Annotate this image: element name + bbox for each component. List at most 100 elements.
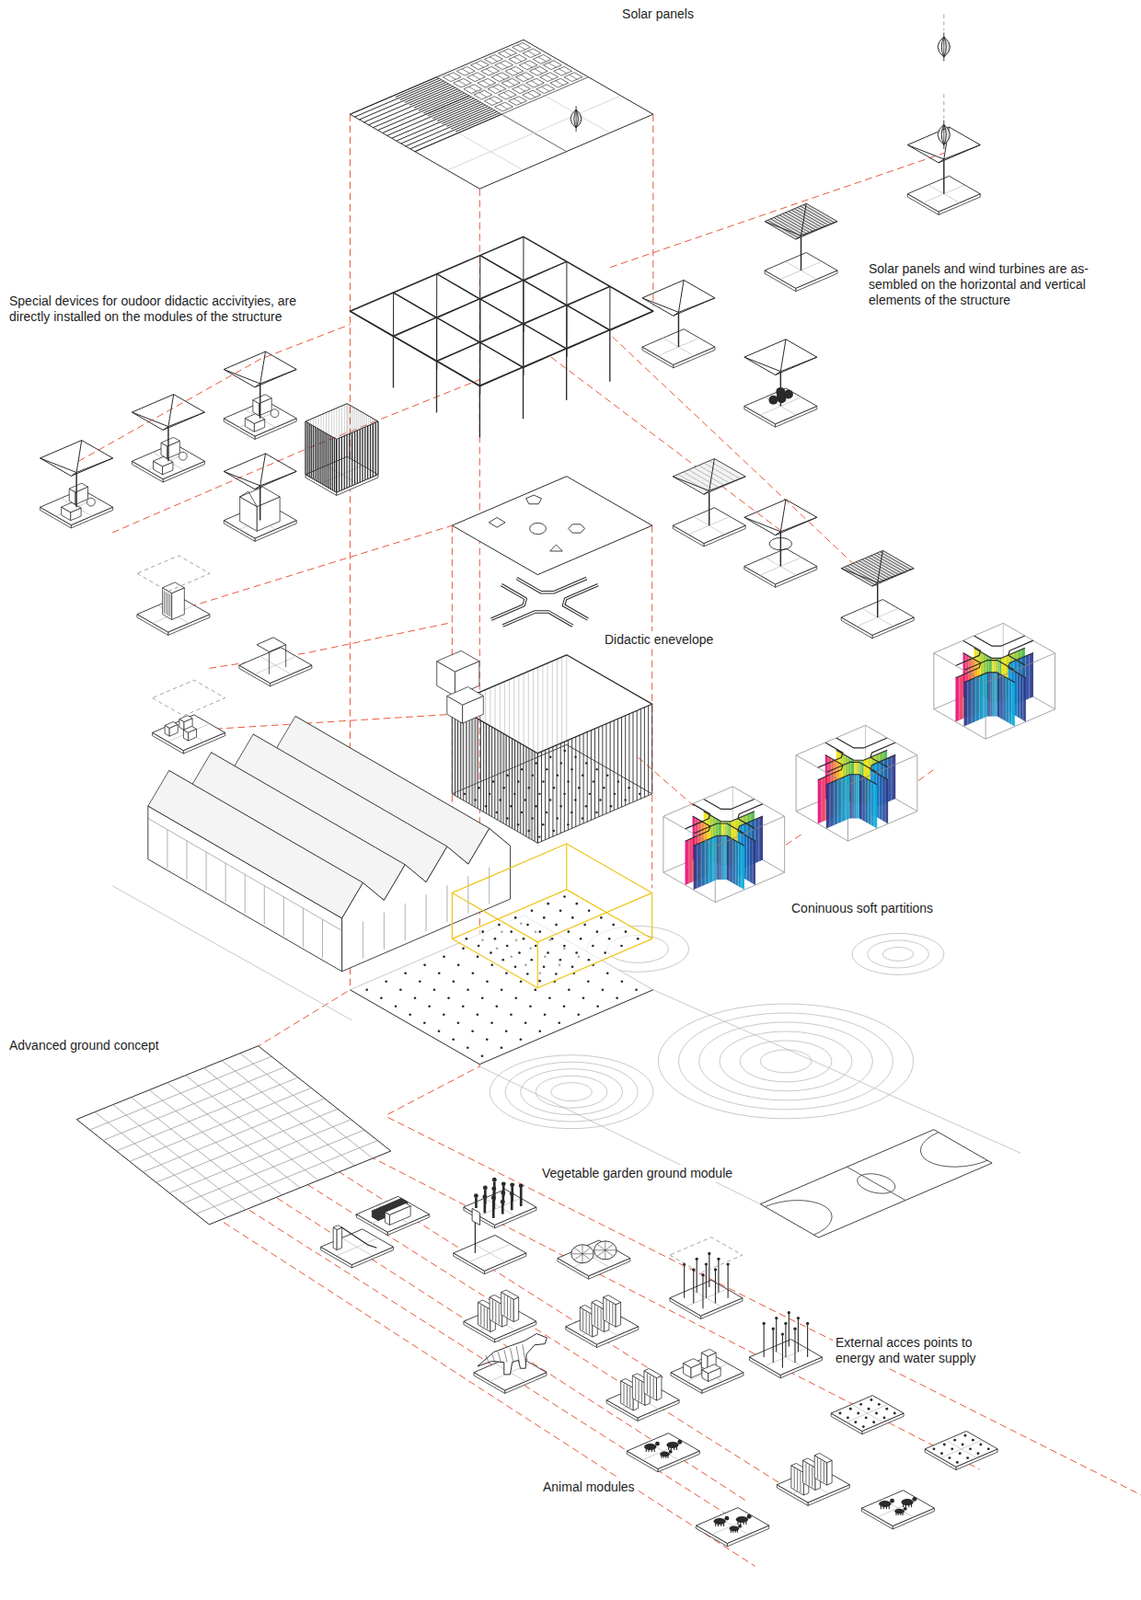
foundation-dot — [551, 937, 554, 941]
tower-layers — [349, 476, 653, 1065]
solar-cell-line — [396, 122, 440, 141]
frame-column — [565, 349, 567, 401]
animal-leg — [676, 1446, 678, 1451]
solar-cell-line — [414, 133, 459, 152]
animal-leg — [665, 1454, 667, 1459]
access-post-head — [796, 1316, 800, 1320]
foundation-dot — [442, 1013, 446, 1016]
envelope-slat-back — [565, 655, 567, 746]
umbrella-rib — [168, 412, 205, 427]
solar-module — [518, 60, 538, 70]
slat — [320, 430, 322, 485]
foundation-dot — [571, 916, 575, 920]
slat — [369, 425, 371, 479]
module-plate — [830, 1395, 904, 1432]
envelope-slat — [556, 745, 558, 836]
envelope-dot — [549, 798, 552, 801]
envelope-slat-back — [522, 745, 524, 836]
envelope-slat — [560, 743, 562, 834]
foundation-dot — [399, 988, 403, 992]
umbrella-rib — [872, 582, 878, 587]
foundation-dot — [471, 1029, 474, 1033]
access-point — [859, 1403, 863, 1407]
plant-stem — [502, 1186, 506, 1197]
circle-shape — [530, 522, 547, 534]
partition-fold — [1008, 679, 1010, 724]
gable-window — [383, 912, 385, 950]
envelope-slat — [480, 720, 482, 811]
frame-beam — [480, 255, 611, 331]
slat — [318, 429, 320, 484]
solar-module — [477, 78, 496, 88]
guide-line — [267, 1191, 746, 1500]
yellow-edge — [451, 892, 453, 939]
solar-module-line — [527, 92, 536, 98]
gable-window — [467, 875, 469, 913]
contour-line — [505, 1061, 638, 1122]
partition-plan — [826, 761, 877, 773]
dashed-frame — [669, 1237, 743, 1274]
partition-fold — [881, 776, 883, 821]
animal-leg — [737, 1529, 738, 1533]
foundation-dot — [563, 895, 566, 899]
slat — [335, 438, 337, 493]
umbrella-frame — [744, 339, 818, 376]
guide-line — [611, 336, 877, 588]
wind-turbine-blade — [944, 36, 951, 58]
ground-line — [653, 990, 1021, 1153]
frame-rib — [609, 286, 611, 331]
umbrella-rib — [780, 517, 817, 532]
envelope-slat — [636, 710, 638, 801]
foundation-dot — [576, 1013, 580, 1016]
foundation-dot — [485, 1037, 489, 1041]
slat — [375, 422, 377, 476]
wind-turbine-axis — [943, 32, 945, 61]
solar-module-line — [461, 69, 471, 74]
access-post — [717, 1259, 719, 1292]
envelope-slat — [610, 722, 611, 813]
slat — [335, 438, 337, 493]
solar-cell-line — [410, 130, 454, 150]
module-column — [678, 311, 680, 347]
envelope-slat-back — [556, 658, 558, 750]
foundation-dot — [394, 1004, 398, 1008]
slat — [372, 423, 374, 477]
foundation-dot — [575, 951, 578, 955]
access-point — [947, 1456, 951, 1460]
solar-module — [508, 54, 528, 64]
umbrella-rib — [131, 412, 168, 427]
facade-pilaster — [185, 841, 187, 880]
envelope-dot — [545, 811, 548, 814]
foundation-dot — [509, 1013, 513, 1016]
solar-module — [508, 96, 528, 106]
access-post — [683, 1265, 685, 1298]
envelope-slat — [541, 751, 542, 842]
foundation-dot — [461, 946, 465, 950]
foundation-dot — [538, 1029, 542, 1033]
slat — [328, 435, 330, 489]
access-post — [714, 1270, 716, 1303]
furniture — [701, 1348, 716, 1357]
access-post-head — [783, 1322, 787, 1326]
partition-plan — [955, 640, 980, 666]
module-plate — [321, 1229, 394, 1266]
wind-turbine-blade — [937, 36, 945, 58]
partition-top — [703, 811, 755, 822]
access-post-head — [781, 1332, 784, 1336]
partition-fold — [837, 779, 839, 824]
foundation-dot — [557, 1021, 561, 1025]
solar-cell-line — [391, 119, 436, 139]
slide-tower — [336, 1227, 342, 1251]
partition-fold — [1002, 676, 1004, 721]
animal-head — [911, 1497, 917, 1502]
foundation-dot — [566, 930, 570, 934]
partition-fold — [732, 839, 734, 884]
envelope-dot — [538, 793, 541, 796]
ground-grid-line — [103, 1067, 285, 1141]
foundation-dot — [601, 988, 605, 992]
ground-grid — [76, 1046, 392, 1225]
foundation-dot — [559, 958, 563, 962]
solar-cell-line — [368, 106, 413, 126]
access-post — [708, 1255, 710, 1288]
